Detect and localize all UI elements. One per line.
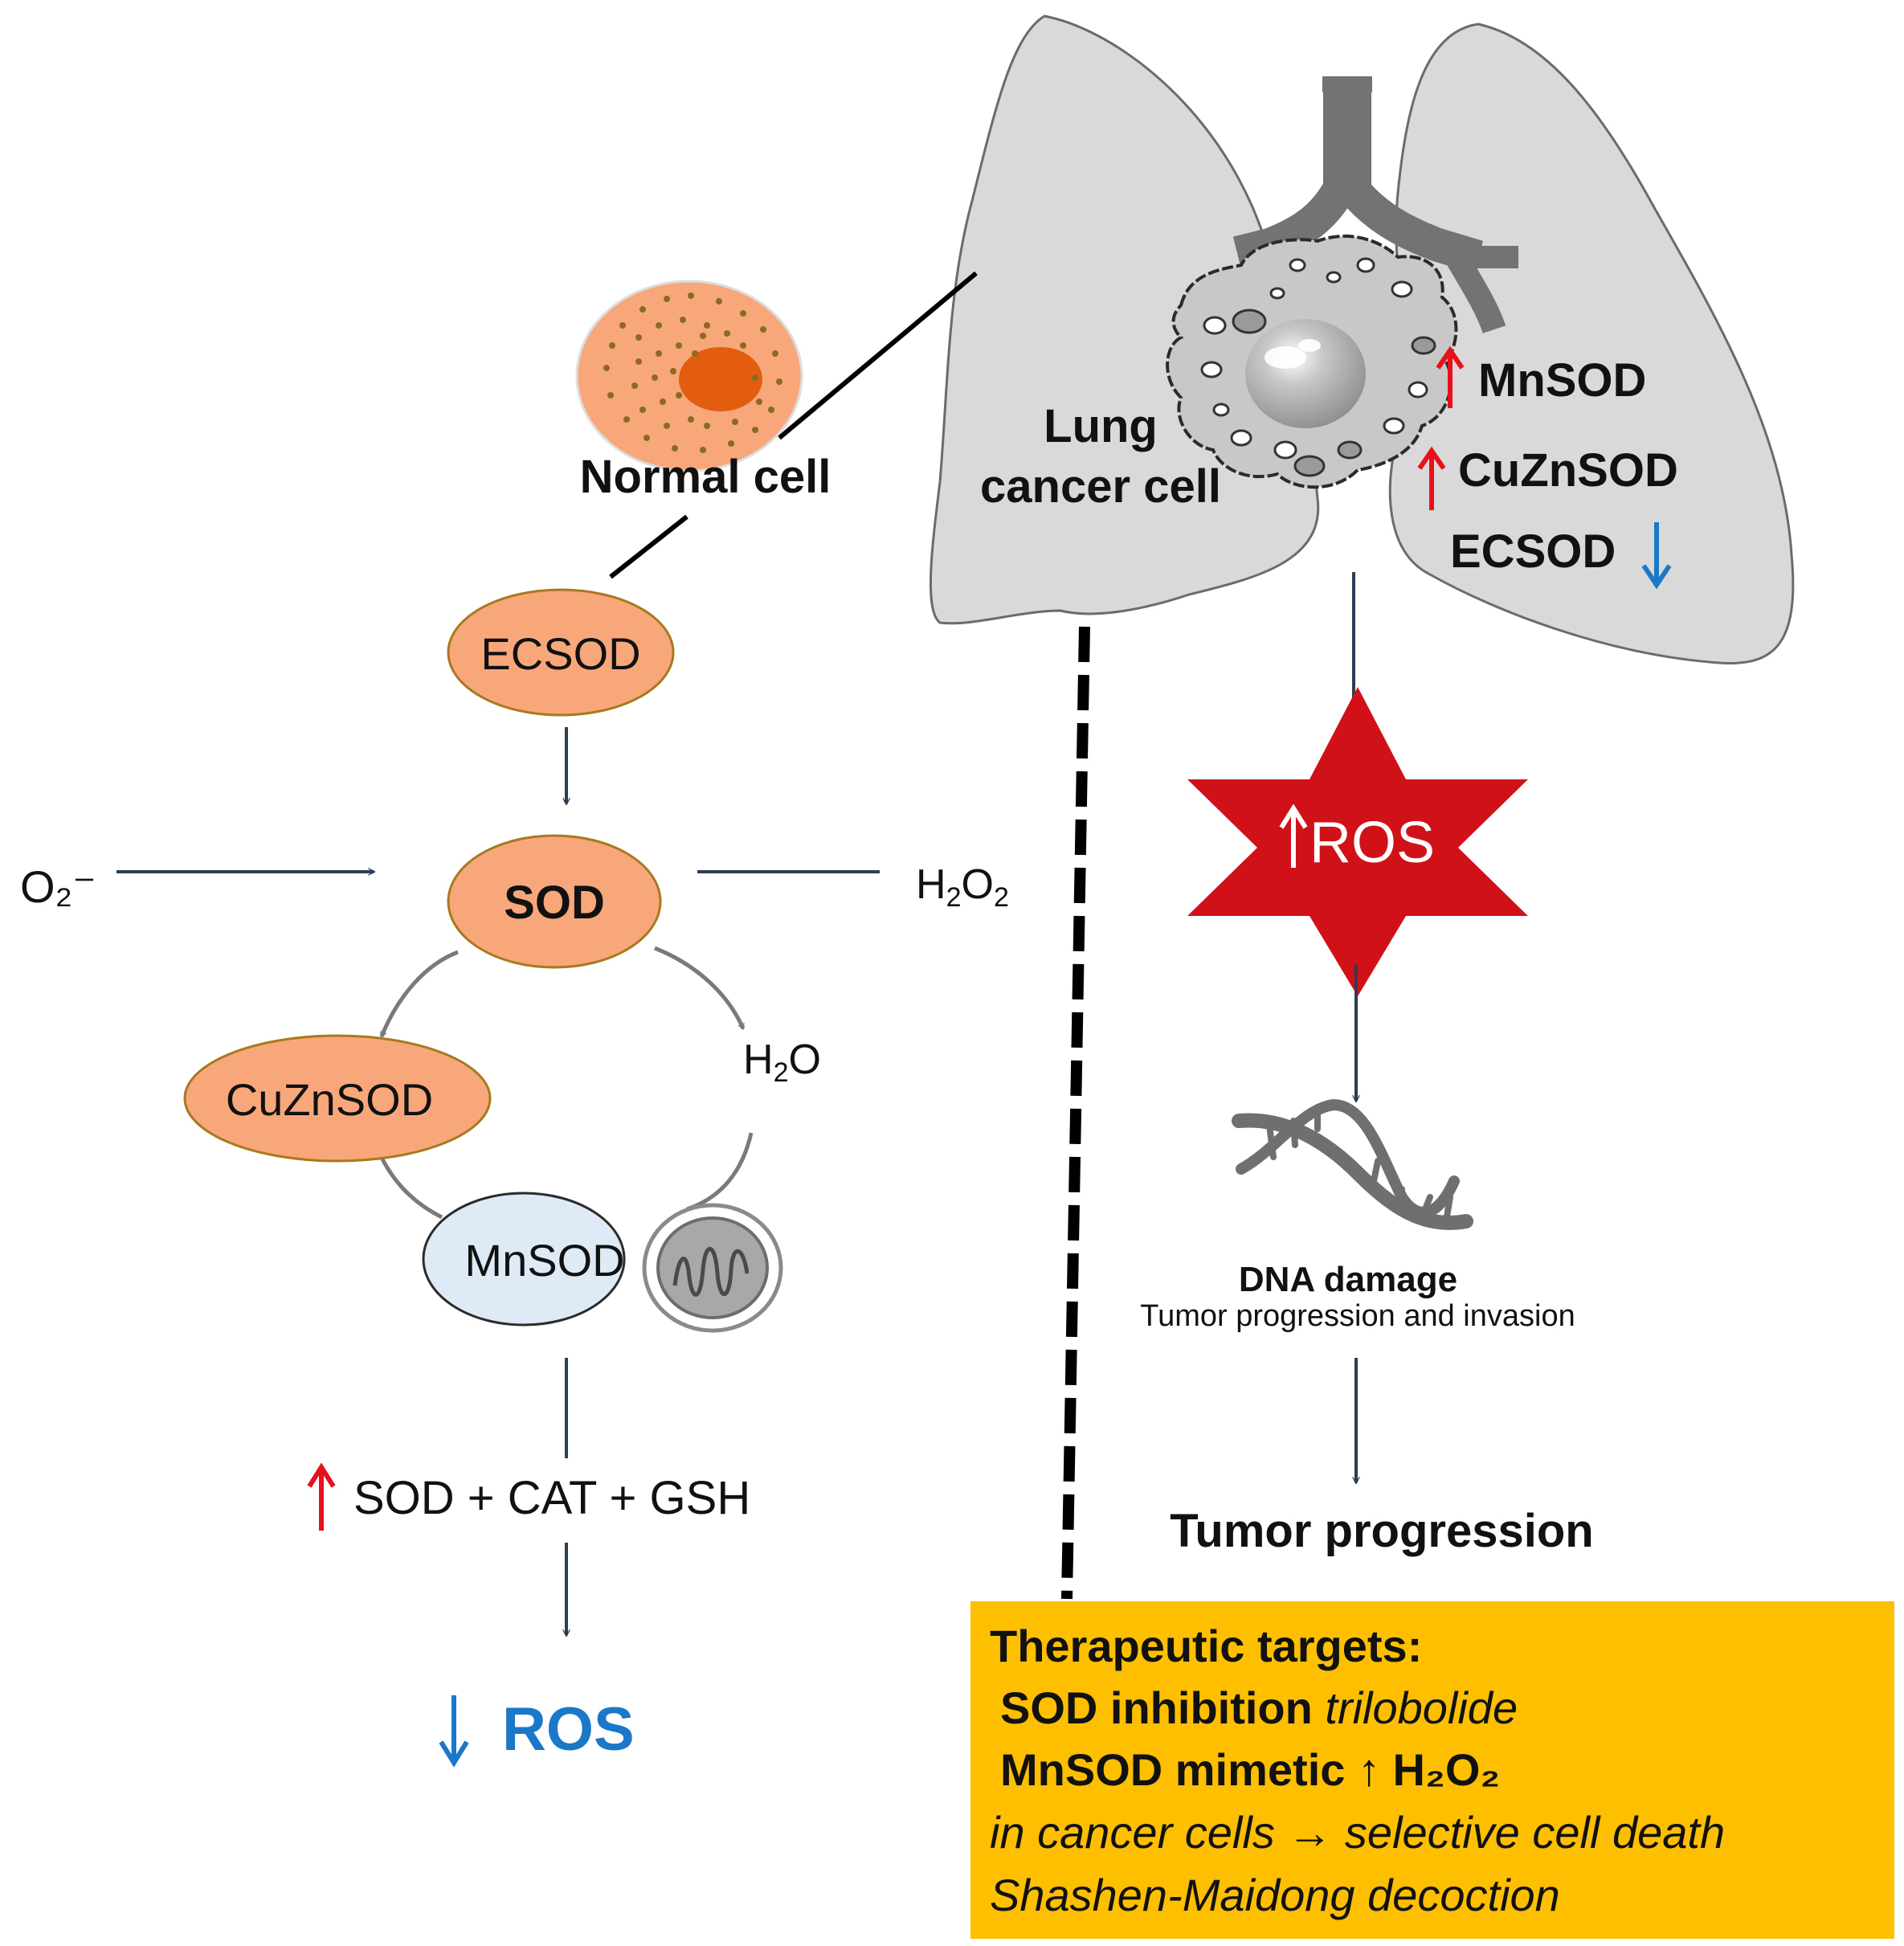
ecsod-node [447, 588, 675, 717]
mnsod-up-label: MnSOD [1478, 354, 1646, 407]
star-burst-icon [1187, 687, 1528, 996]
cuznsod-node-label: CuZnSOD [226, 1074, 433, 1125]
therapeutic-targets-box [970, 1601, 1894, 1939]
ros-down-label: ROS [502, 1695, 635, 1764]
tumor-progression-label: Tumor progression [1170, 1505, 1593, 1557]
cell-icon [575, 280, 803, 472]
dna-damage-label: DNA damage [1239, 1260, 1457, 1299]
ecsod-down-indicator [1641, 522, 1672, 590]
h2o2-label: H2O2 [916, 861, 1009, 913]
ros-up-label: ROS [1310, 811, 1435, 875]
cuznsod-up-label: CuZnSOD [1458, 444, 1678, 497]
dna-damage-subtitle: Tumor progression and invasion [1140, 1299, 1575, 1333]
mnsod-node [422, 1192, 626, 1327]
normal-cell-label: Normal cell [580, 451, 831, 503]
arrow-mnsod-to-cuznsod [375, 1149, 443, 1220]
tumor-icon [1166, 234, 1458, 489]
therapeutic-line-1: SOD inhibition trilobolide [1000, 1682, 1518, 1733]
arrow-sod-to-cuznsod [379, 950, 459, 1036]
airway-trachea [1232, 76, 1518, 334]
antioxidants-label: SOD + CAT + GSH [353, 1472, 750, 1524]
h2o-label: H2O [743, 1036, 821, 1088]
therapeutic-line-3: in cancer cells → selective cell death [990, 1807, 1725, 1858]
normal-cell-nucleus [679, 347, 762, 411]
lung-icon [929, 14, 1795, 665]
ecsod-down-label: ECSOD [1450, 525, 1616, 578]
therapeutic-targets-title: Therapeutic targets: [990, 1621, 1422, 1671]
cuznsod-up-indicator [1417, 446, 1446, 510]
ecsod-node-label: ECSOD [480, 628, 640, 679]
sod-node [447, 834, 662, 969]
trachea-top [1322, 76, 1372, 92]
antioxidants-up-indicator [307, 1462, 336, 1531]
lung-cancer-label-line2: cancer cell [980, 460, 1221, 513]
tumor-nucleus [1245, 319, 1366, 428]
mitochondrion-icon [642, 1203, 783, 1333]
superoxide-label: O₂⁻ [20, 861, 96, 912]
connector-line-upper [778, 271, 978, 440]
mnsod-node-label: MnSOD [464, 1235, 624, 1286]
ros-down-indicator [439, 1695, 469, 1768]
sod-node-label: SOD [504, 877, 605, 929]
therapeutic-line-4: Shashen-Maidong decoction [990, 1870, 1560, 1920]
cuznsod-node [183, 1034, 492, 1163]
mnsod-up-indicator [1436, 345, 1465, 408]
ros-up-indicator [1279, 803, 1308, 868]
divider-dashed-line [1061, 626, 1090, 1600]
connector-line-lower [609, 514, 688, 579]
lung-cancer-label-line1: Lung [1044, 400, 1158, 452]
line-h2o-to-mnsod [686, 1132, 754, 1212]
arrow-sod-to-h2o [654, 946, 746, 1028]
therapeutic-line-2: MnSOD mimetic ↑ H₂O₂ [1000, 1744, 1500, 1795]
dna-helix-icon [1232, 1098, 1473, 1230]
